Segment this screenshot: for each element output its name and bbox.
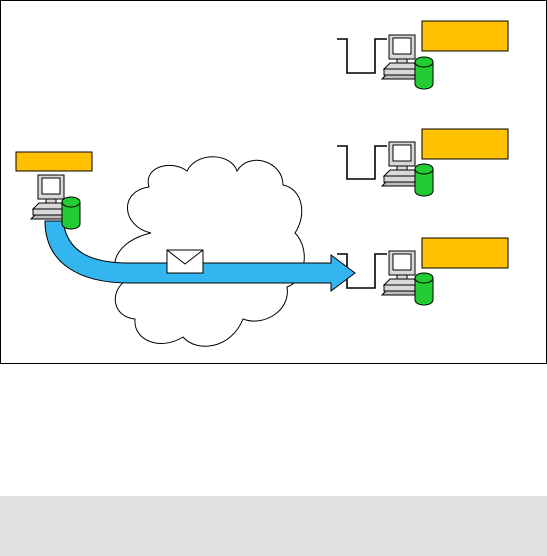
sender-database-icon xyxy=(61,196,81,230)
sender-label-box xyxy=(15,151,93,172)
message-flow-arrow xyxy=(44,220,356,292)
diagram-frame xyxy=(0,0,547,364)
receiver-3-label-box xyxy=(421,237,509,269)
receiver-2-connector xyxy=(337,145,387,180)
receiver-3-database-icon xyxy=(414,272,434,306)
bottom-bar xyxy=(0,496,547,556)
receiver-2-database-icon xyxy=(414,163,434,197)
message-flow-diagram xyxy=(15,20,509,347)
envelope-icon xyxy=(166,249,204,274)
cloud-icon xyxy=(114,156,305,347)
receiver-1-connector xyxy=(337,38,387,74)
receiver-1-label-box xyxy=(421,20,509,52)
receiver-1-database-icon xyxy=(414,56,434,90)
receiver-3-connector xyxy=(337,253,387,289)
receiver-2-label-box xyxy=(421,128,509,160)
